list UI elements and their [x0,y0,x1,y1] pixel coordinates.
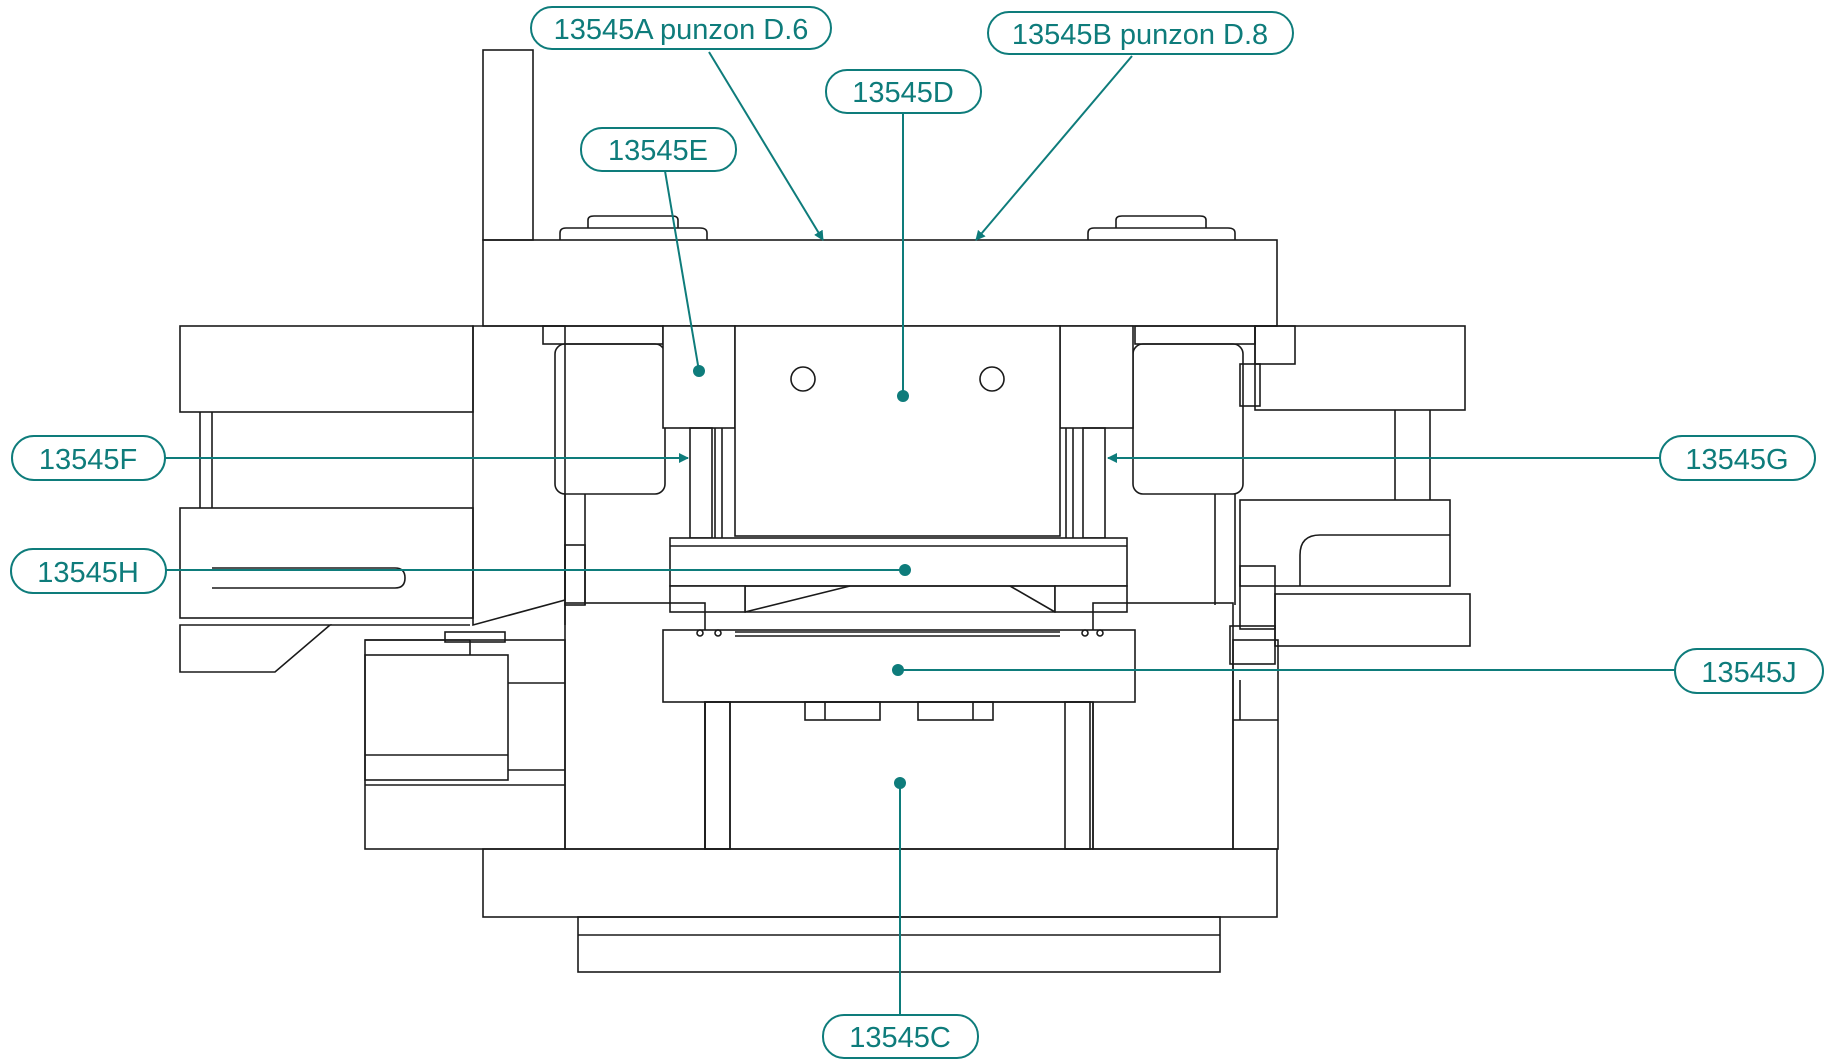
right-slot [1299,534,1450,586]
right-guide-pillar [1082,427,1106,539]
mechanical-assembly [179,49,1471,973]
upper-left-pocket [554,343,666,495]
punch-holder [734,325,1061,537]
top-left-cap-inner [587,215,679,228]
right-small-stack-2 [1229,625,1276,665]
stripper-wedge [744,585,1056,613]
callout-b: 13545B punzon D.8 [975,11,1294,241]
callouts: 13545A punzon D.6 13545B punzon D.8 1354… [10,6,1824,1059]
callout-d-label: 13545D [852,77,954,109]
right-small-stack-1 [1239,565,1276,630]
left-wedge-lower [179,624,333,673]
right-side-block-upper [1254,325,1466,411]
callout-j-label: 13545J [1701,657,1796,689]
callout-e: 13545E [580,127,737,377]
callout-c-label: 13545C [849,1022,951,1054]
right-stripper-block [1059,325,1134,429]
left-bracket-box [364,654,509,781]
callout-a: 13545A punzon D.6 [530,6,832,241]
left-wedge [472,325,566,627]
upper-right-carrier [1134,325,1256,345]
base-plate [482,848,1278,918]
holder-hole-right [979,366,1005,392]
callout-h: 13545H [10,548,911,594]
callout-f-label: 13545F [39,444,137,476]
left-guide-pillar [689,427,713,539]
stripper-leg-right [1054,585,1128,613]
top-plate [482,239,1278,327]
stripper-leg-left [669,585,746,613]
callout-c: 13545C [822,777,979,1059]
top-right-cap [1087,227,1236,240]
callout-j: 13545J [892,648,1824,694]
callout-f: 13545F [11,435,689,481]
holder-hole-left [790,366,816,392]
left-side-bracket [364,639,566,850]
upper-left-carrier [542,325,664,345]
callout-b-label: 13545B punzon D.8 [1012,19,1268,51]
upper-right-pocket [1132,343,1244,495]
callout-d: 13545D [825,69,982,402]
callout-a-label: 13545A punzon D.6 [554,14,809,46]
callout-g-label: 13545G [1685,444,1788,476]
die-bushing-right [917,701,994,721]
right-side-bracket [1232,639,1279,850]
right-lower-block [1274,593,1471,647]
die-bushing-left [804,701,881,721]
top-left-cap [559,227,708,240]
callout-h-label: 13545H [37,557,139,589]
right-notch-top [1254,325,1296,365]
callout-e-label: 13545E [608,135,708,167]
right-side-block-mid [1239,499,1451,587]
right-notch-top-2 [1239,363,1261,407]
left-small-ledge [564,544,586,606]
lower-right-pin [1064,701,1091,850]
callout-g: 13545G [1107,435,1816,481]
left-side-block-upper [179,325,474,413]
top-right-cap-inner [1115,215,1207,228]
left-guide-post [482,49,534,241]
lower-left-pin [704,701,731,850]
left-small-tab [444,631,506,643]
left-slot [212,567,406,589]
left-side-block-mid [179,507,474,619]
